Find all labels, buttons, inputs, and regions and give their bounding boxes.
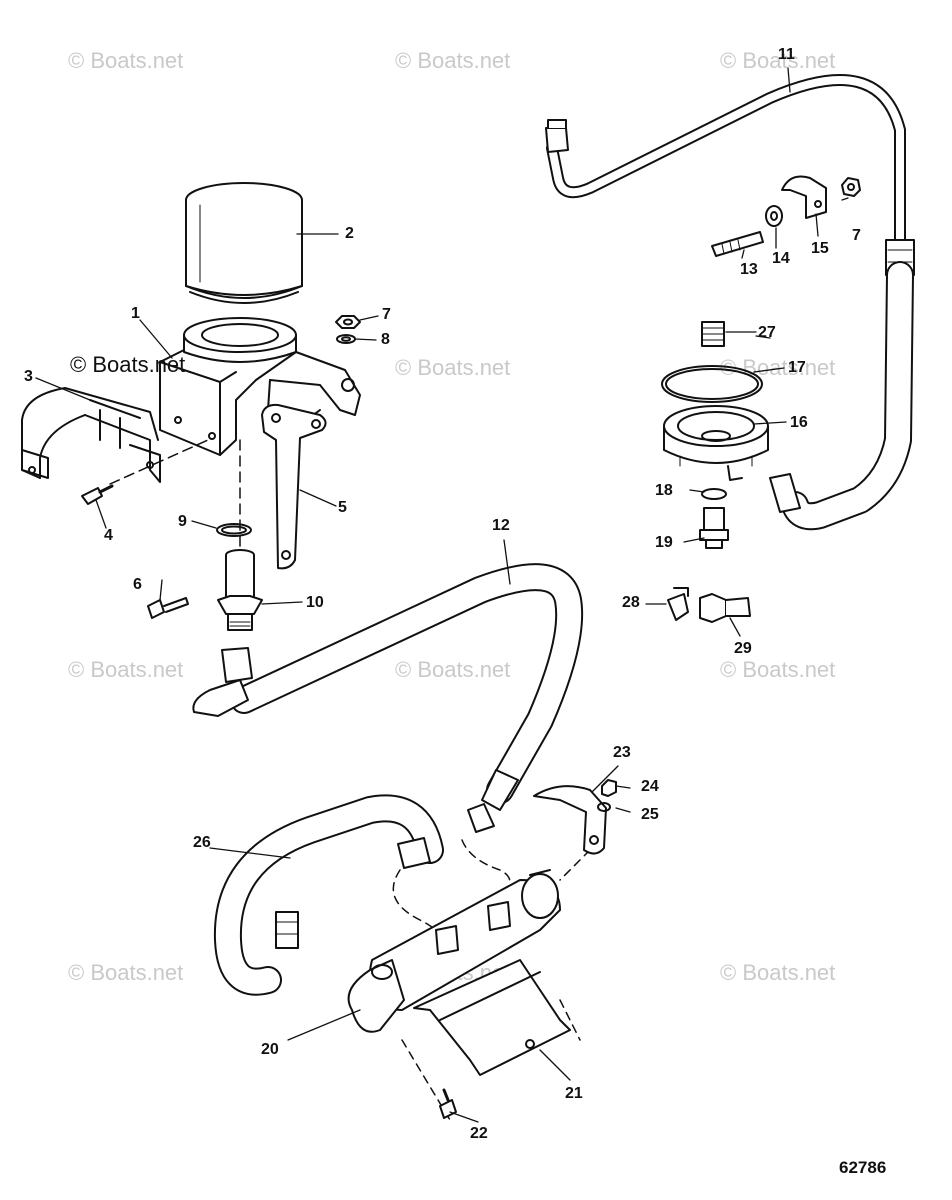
fitting-10 — [217, 549, 263, 631]
callout-2: 2 — [345, 225, 354, 242]
elbow-28 — [667, 587, 689, 621]
fitting-19 — [699, 507, 729, 549]
filter-bracket — [159, 317, 361, 456]
callout-22: 22 — [470, 1125, 488, 1142]
hose-11-lower — [769, 261, 914, 531]
oil-cooler-20 — [347, 869, 561, 1033]
callout-7-right: 7 — [852, 227, 861, 244]
callout-4: 4 — [104, 527, 113, 544]
callout-14: 14 — [772, 250, 790, 267]
support-plate — [261, 403, 327, 570]
callout-6: 6 — [133, 576, 142, 593]
callout-11: 11 — [778, 46, 795, 63]
callout-23: 23 — [613, 744, 631, 761]
bracket-21 — [413, 959, 571, 1076]
screw-4 — [81, 484, 114, 505]
callout-20: 20 — [261, 1041, 279, 1058]
leader-lines — [35, 67, 849, 1123]
oil-filter-canister — [185, 182, 303, 304]
callout-26: 26 — [193, 834, 211, 851]
callout-3: 3 — [24, 368, 33, 385]
nut-7-top — [335, 315, 361, 329]
callout-28: 28 — [622, 594, 640, 611]
callout-13: 13 — [740, 261, 758, 278]
filter-clamp — [21, 387, 161, 483]
hose-26 — [213, 794, 444, 996]
hose-12 — [192, 563, 584, 833]
callout-9: 9 — [178, 513, 187, 530]
callout-21: 21 — [565, 1085, 583, 1102]
watermark-dark: © Boats.net — [70, 352, 186, 377]
callout-25: 25 — [641, 806, 659, 823]
screw-22 — [439, 1088, 457, 1119]
o-ring-9 — [216, 523, 252, 537]
sender-29 — [699, 593, 751, 623]
callout-18: 18 — [655, 482, 673, 499]
washer-8 — [336, 334, 356, 344]
callout-10: 10 — [306, 594, 324, 611]
callout-29: 29 — [734, 640, 752, 657]
stud-13 — [711, 231, 764, 257]
plug-27 — [701, 321, 725, 347]
diagram-id: 62786 — [839, 1158, 887, 1177]
washer-14 — [765, 205, 783, 227]
callout-5: 5 — [338, 499, 347, 516]
callout-7-top: 7 — [382, 306, 391, 323]
washer-25 — [597, 802, 611, 812]
callout-24: 24 — [641, 778, 659, 795]
callout-1: 1 — [131, 305, 140, 322]
callout-17: 17 — [788, 359, 806, 376]
callout-27: 27 — [758, 324, 776, 341]
callout-12: 12 — [492, 517, 510, 534]
callout-8: 8 — [381, 331, 390, 348]
alignment-lines — [109, 439, 241, 591]
bolt-6 — [147, 597, 189, 619]
clip-15 — [781, 175, 827, 219]
callout-15: 15 — [811, 240, 829, 257]
callout-19: 19 — [655, 534, 673, 551]
clamp-23 — [533, 785, 607, 855]
nut-7-right — [841, 177, 861, 197]
o-ring-17 — [661, 365, 763, 403]
nut-24 — [601, 779, 617, 797]
adapter-16 — [663, 405, 769, 481]
callout-16: 16 — [790, 414, 808, 431]
o-ring-18 — [701, 488, 727, 500]
